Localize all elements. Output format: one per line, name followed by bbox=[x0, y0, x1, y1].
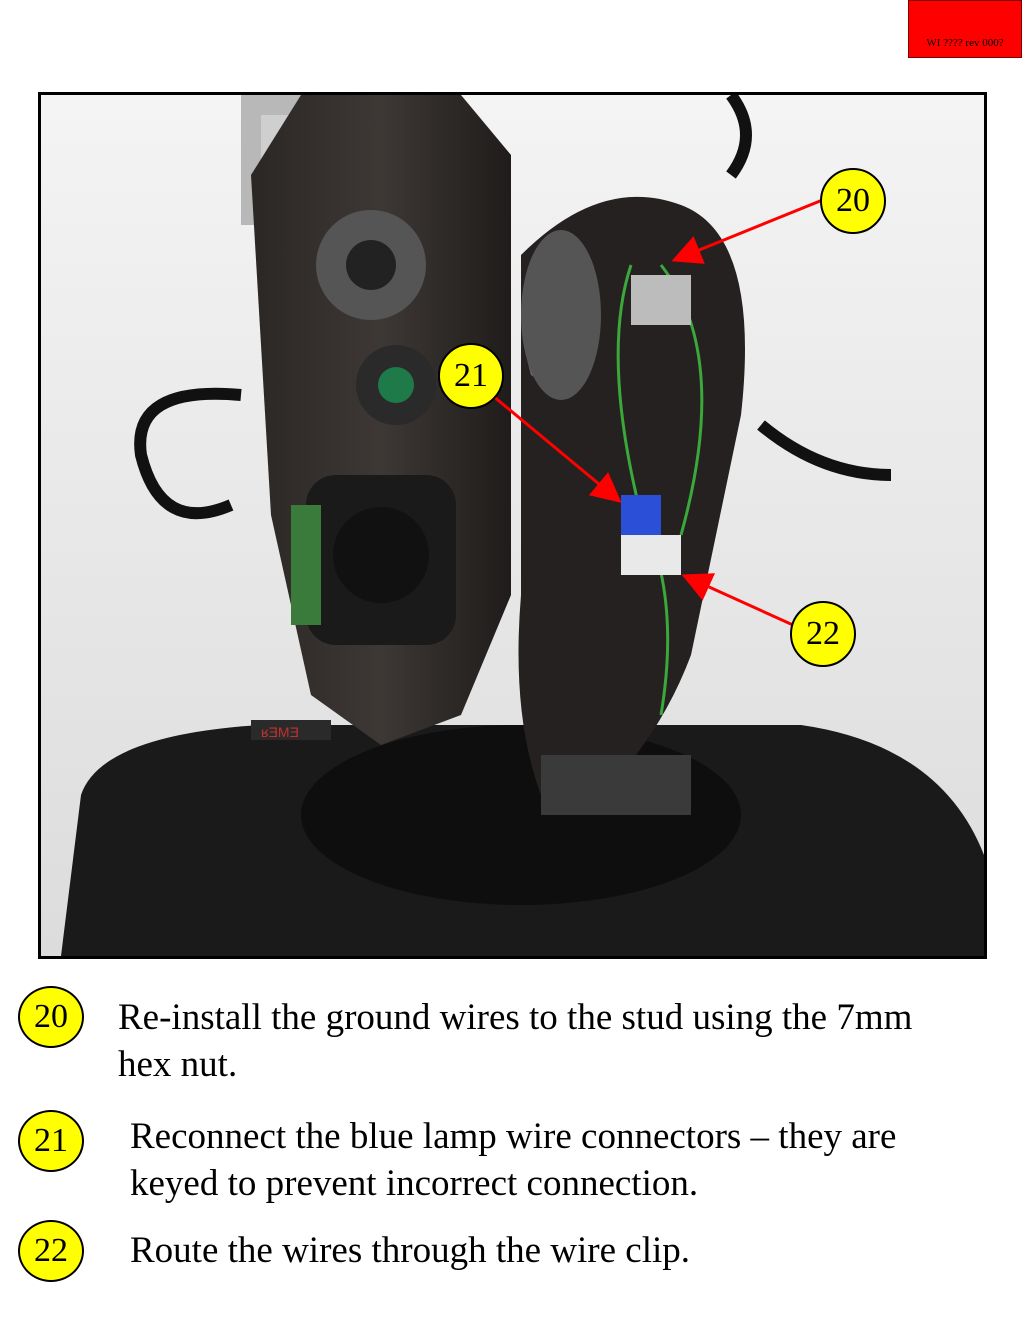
step-22-text: Route the wires through the wire clip. bbox=[130, 1230, 691, 1271]
revision-badge: WI ???? rev 000? bbox=[908, 0, 1022, 58]
product-photo: ʁƎMƎ 20 21 22 bbox=[38, 92, 987, 959]
callout-20: 20 bbox=[820, 168, 886, 234]
step-20-text: Re-install the ground wires to the stud … bbox=[118, 997, 913, 1085]
step-21-text: Reconnect the blue lamp wire connectors … bbox=[130, 1116, 897, 1204]
callout-21: 21 bbox=[438, 343, 504, 409]
step-21-badge: 21 bbox=[18, 1110, 84, 1172]
step-22-badge: 22 bbox=[18, 1220, 84, 1282]
logo-fragment: ʁƎMƎ bbox=[261, 724, 299, 740]
callout-22: 22 bbox=[790, 601, 856, 667]
step-20-badge: 20 bbox=[18, 986, 84, 1048]
